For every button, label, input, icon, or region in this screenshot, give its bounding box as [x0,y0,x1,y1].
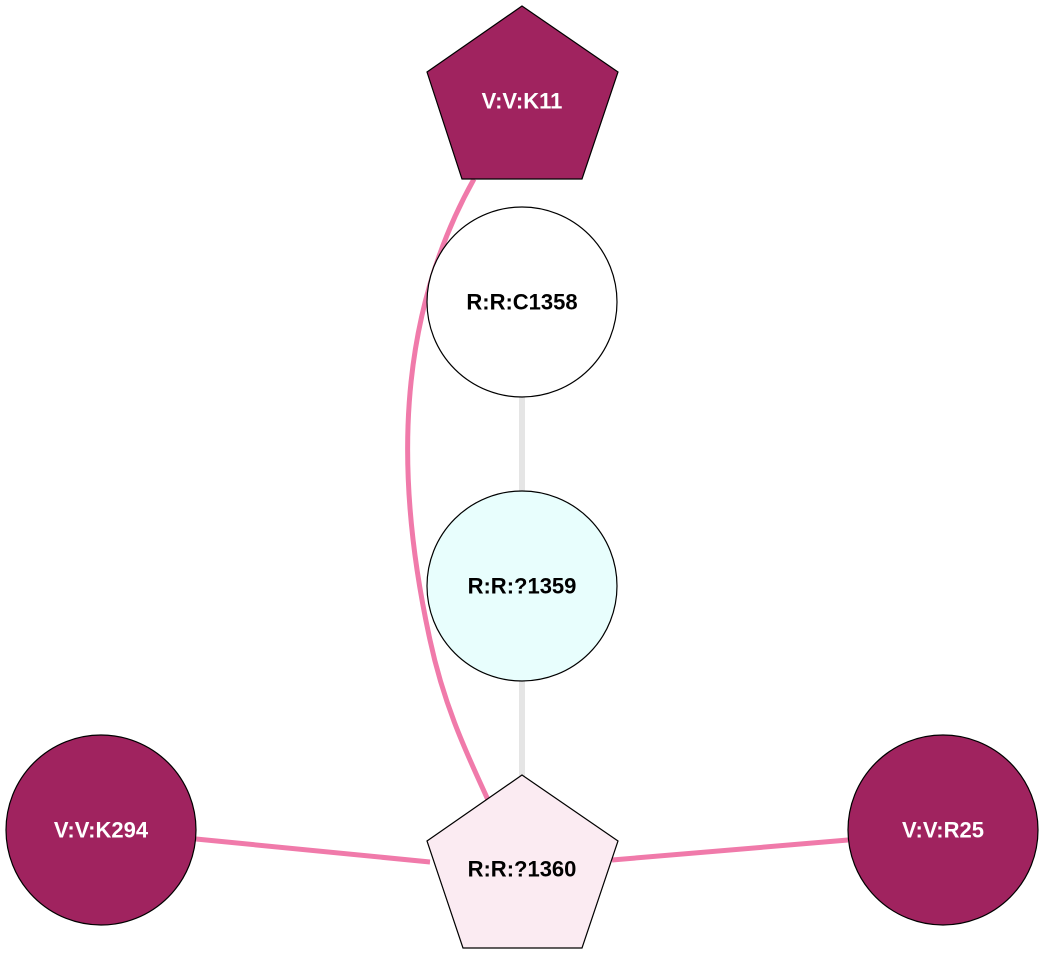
node-label: V:V:K294 [54,818,149,843]
node-r25[interactable]: V:V:R25 [847,734,1039,926]
node-q1360[interactable]: R:R:?1360 [426,774,619,949]
edge-r25-q1360 [611,837,849,863]
node-label: V:V:K11 [482,89,563,114]
node-k11[interactable]: V:V:K11 [426,5,619,180]
node-label: R:R:?1360 [468,857,577,882]
node-c1358[interactable]: R:R:C1358 [426,206,618,398]
node-label: R:R:C1358 [466,290,577,315]
node-label: V:V:R25 [902,818,984,843]
node-label: R:R:?1359 [468,574,577,599]
node-q1359[interactable]: R:R:?1359 [426,490,618,682]
edge-k294-q1360 [195,836,431,865]
node-k294[interactable]: V:V:K294 [5,734,197,926]
